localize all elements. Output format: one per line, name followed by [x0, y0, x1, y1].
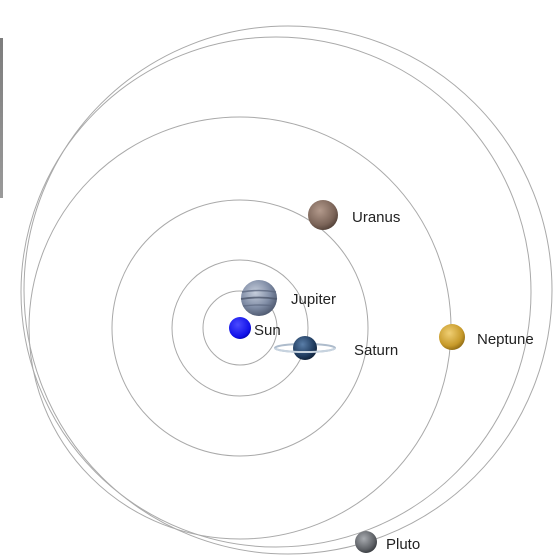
sun-label: Sun [254, 322, 281, 339]
orbit-neptune [20, 36, 532, 548]
saturn-icon [274, 336, 336, 360]
jupiter-icon [240, 280, 278, 316]
pluto-label: Pluto [386, 536, 420, 553]
jupiter-label: Jupiter [291, 291, 336, 308]
orbit-jupiter [171, 259, 309, 397]
neptune-label: Neptune [477, 331, 534, 348]
orbit-pluto [23, 25, 553, 555]
neptune-icon [439, 324, 465, 350]
uranus-icon [308, 200, 338, 230]
uranus-label: Uranus [352, 209, 400, 226]
sun [229, 317, 251, 339]
left-edge-marker [0, 38, 3, 198]
orbit-saturn [111, 199, 369, 457]
orbit-inner [202, 290, 278, 366]
pluto-icon [355, 531, 377, 553]
saturn-label: Saturn [354, 342, 398, 359]
